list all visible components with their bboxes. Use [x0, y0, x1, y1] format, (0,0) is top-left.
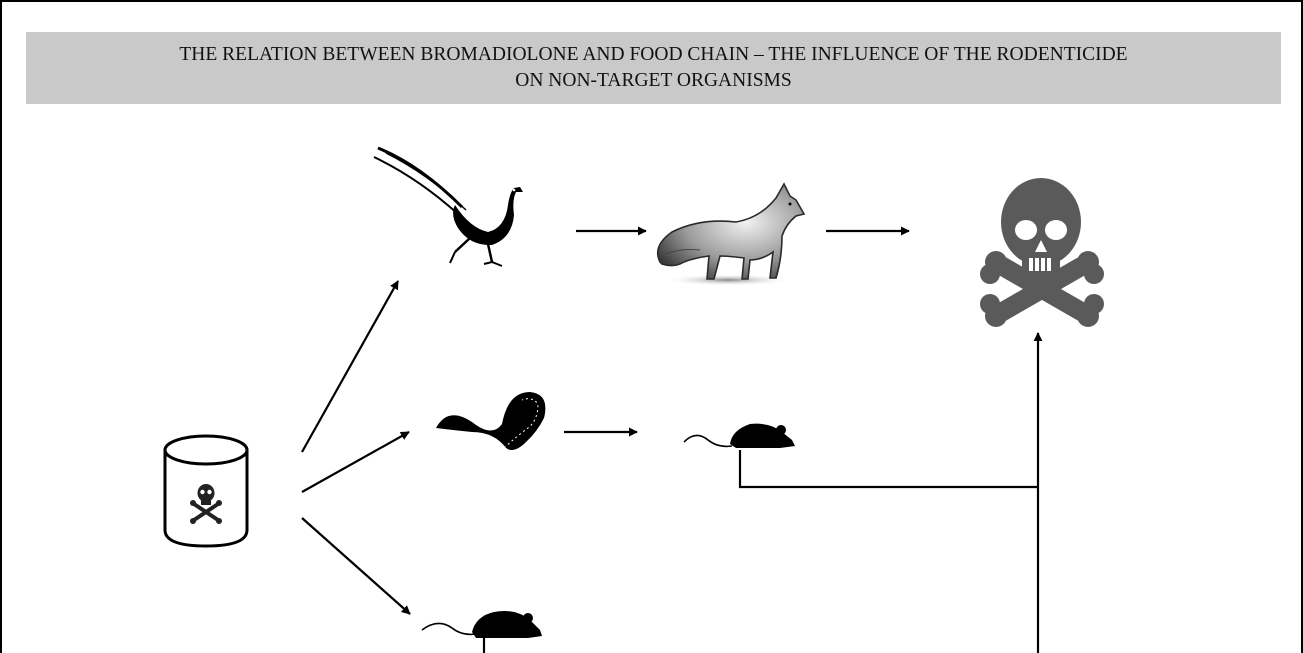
mouse-icon-lower	[422, 611, 542, 638]
arrow-barrel-to-mouse	[302, 518, 410, 614]
mouse-icon-upper	[684, 424, 795, 448]
connector-mouse-to-death	[740, 450, 1038, 487]
poison-barrel-icon	[165, 436, 247, 546]
skull-crossbones-icon	[980, 178, 1104, 327]
pheasant-icon	[374, 148, 523, 266]
arrow-barrel-to-worm	[302, 432, 409, 492]
fox-icon	[658, 184, 804, 286]
earthworm-icon	[436, 392, 545, 450]
arrow-barrel-to-pheasant	[302, 281, 398, 452]
